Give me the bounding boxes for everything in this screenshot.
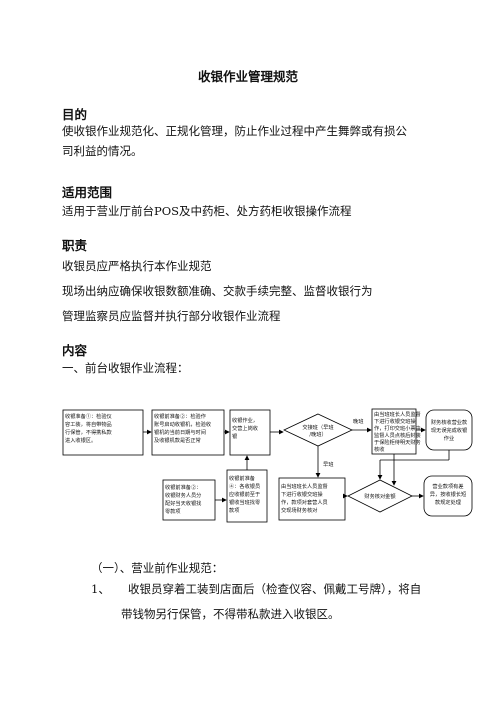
scope-heading: 适用范围 — [62, 185, 113, 200]
svg-text:下进行收银交班操: 下进行收银交班操 — [281, 490, 323, 498]
flow-box-8 — [278, 477, 346, 521]
svg-text:款规定处理: 款规定处理 — [435, 498, 462, 506]
preop-item-1-line-1: 收银员穿着工装到店面后（检查仪容、佩戴工号牌），将自 — [128, 582, 422, 596]
flowchart: 收银准备①：检验仪 容工装，将自带物品 行保管，不得携私款 进入收银区。 收银前… — [62, 408, 473, 523]
purpose-line-2: 司利益的情况。 — [62, 144, 143, 158]
svg-text:现无误完成收银: 现无误完成收银 — [431, 426, 468, 434]
svg-text:交接班（早班: 交接班（早班 — [302, 423, 333, 431]
svg-text:行保管，不得携私款: 行保管，不得携私款 — [65, 428, 113, 436]
svg-text:早班: 早班 — [323, 460, 333, 468]
svg-text:银机的当前日期与时间: 银机的当前日期与时间 — [154, 428, 206, 436]
purpose-heading: 目的 — [62, 107, 88, 122]
svg-text:/晚班）: /晚班） — [309, 430, 326, 438]
svg-text:④：各收银员: ④：各收银员 — [229, 482, 260, 490]
svg-text:收银前准备: 收银前准备 — [229, 474, 256, 482]
svg-text:财务核对金额: 财务核对金额 — [364, 492, 396, 500]
content-heading: 内容 — [62, 343, 88, 358]
duty-line-3: 管理监察员应监督并执行部分收银作业流程 — [62, 309, 281, 323]
svg-text:零款项: 零款项 — [165, 507, 181, 515]
svg-text:作，打印交班小票由: 作，打印交班小票由 — [374, 424, 421, 432]
svg-text:异，按收银长短: 异，按收银长短 — [430, 490, 466, 498]
svg-text:账号启动收银机，检验收: 账号启动收银机，检验收 — [154, 420, 211, 428]
svg-text:收银财务人员分: 收银财务人员分 — [165, 491, 201, 499]
svg-text:交现场财务核对: 交现场财务核对 — [281, 506, 317, 514]
duty-heading: 职责 — [62, 238, 88, 253]
preop-item-1-number: 1、 — [91, 582, 110, 596]
flow-box-9 — [423, 475, 473, 517]
svg-text:财务核收营业款: 财务核收营业款 — [431, 418, 468, 426]
svg-text:由当班班长人员监督: 由当班班长人员监督 — [281, 482, 328, 490]
svg-text:下进行收银交班操: 下进行收银交班操 — [374, 417, 416, 425]
svg-text:营业款项有差: 营业款项有差 — [432, 482, 463, 490]
duty-line-2: 现场出纳应确保收银数额准确、交款手续完整、监督收银行为 — [62, 284, 373, 298]
svg-text:收银准备①：检验仪: 收银准备①：检验仪 — [65, 412, 112, 420]
content-sub-1: 一、前台收银作业流程： — [62, 361, 189, 375]
svg-text:收银前准备②：: 收银前准备②： — [165, 483, 201, 491]
svg-text:银收当班找零: 银收当班找零 — [229, 498, 261, 506]
preop-item-1-line-2: 带钱物另行保管，不得带私款进入收银区。 — [121, 607, 340, 621]
svg-text:交营上岗收: 交营上岗收 — [232, 424, 258, 432]
page-title: 收银作业管理规范 — [197, 69, 298, 84]
svg-text:监督人员点核后封装: 监督人员点核后封装 — [374, 431, 421, 439]
svg-text:应收银前至于: 应收银前至于 — [229, 490, 260, 498]
svg-text:银: 银 — [232, 432, 238, 440]
flow-box-3 — [229, 409, 271, 456]
svg-text:晚班: 晚班 — [353, 417, 363, 425]
svg-text:容工装，将自带物品: 容工装，将自带物品 — [65, 420, 112, 428]
scope-text: 适用于营业厅前台POS及中药柜、处方药柜收银操作流程 — [62, 204, 352, 218]
svg-text:于保险柜待明天财务: 于保险柜待明天财务 — [374, 438, 421, 446]
flow-box-1 — [62, 409, 144, 456]
flow-box-2 — [151, 409, 225, 456]
duty-line-1: 收银员应严格执行本作业规范 — [62, 259, 212, 273]
preop-heading: （一）、营业前作业规范： — [91, 561, 224, 575]
svg-text:配好当天收银找: 配好当天收银找 — [165, 499, 202, 507]
svg-text:由当班班长人员监督: 由当班班长人员监督 — [374, 410, 421, 418]
svg-text:作，款项对套营人员: 作，款项对套营人员 — [281, 498, 328, 506]
svg-text:进入收银区。: 进入收银区。 — [65, 436, 96, 444]
svg-text:款项: 款项 — [229, 506, 239, 514]
svg-text:及收银机款是否正常: 及收银机款是否正常 — [154, 436, 201, 444]
svg-text:核收: 核收 — [374, 445, 384, 453]
svg-text:收银前准备②：检验作: 收银前准备②：检验作 — [154, 412, 206, 420]
flow-diamond-2 — [347, 479, 413, 513]
purpose-line-1: 使收银作业规范化、正规化管理，防止作业过程中产生舞弊或有损公 — [62, 124, 407, 138]
svg-text:收银作业，: 收银作业， — [232, 416, 258, 424]
svg-text:作业: 作业 — [444, 434, 454, 442]
